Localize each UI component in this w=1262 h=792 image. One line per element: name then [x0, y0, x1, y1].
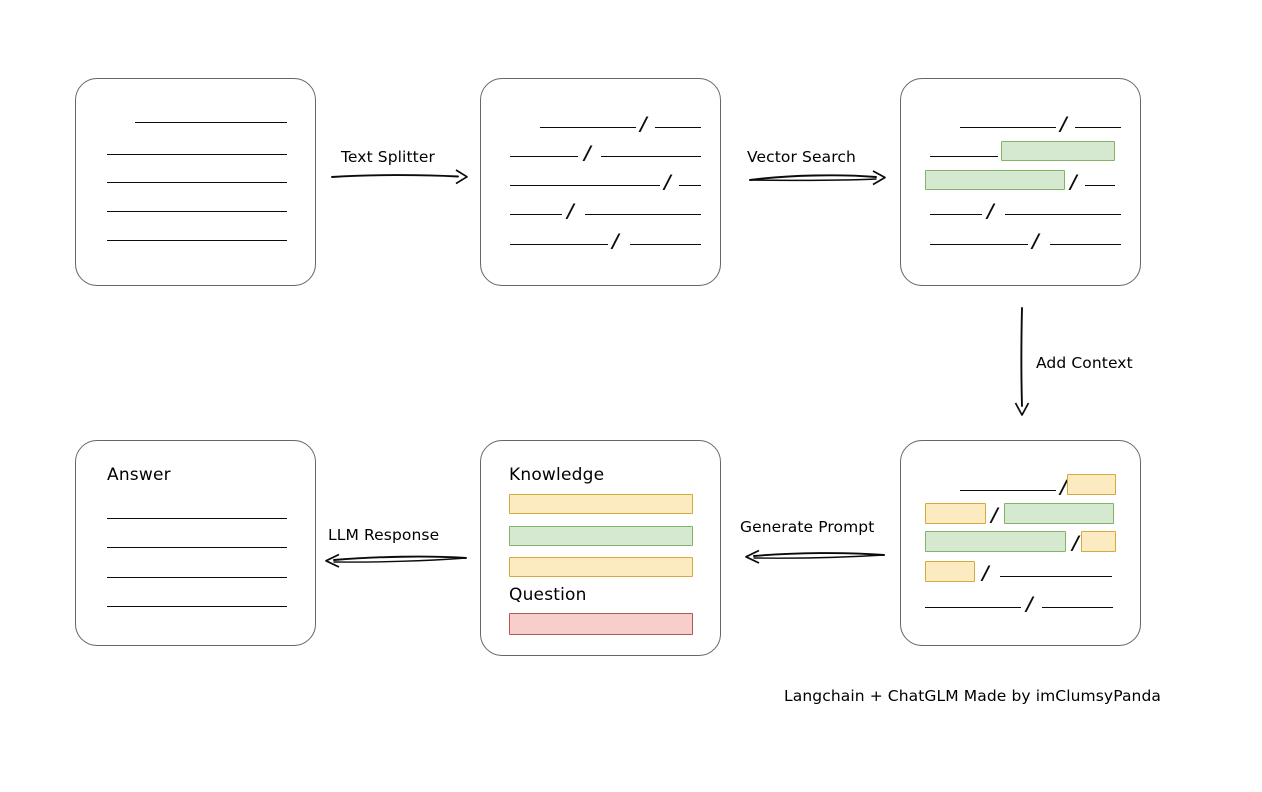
matched-chunk-row-1-seg-1	[960, 127, 1056, 128]
prompt-context-row-4-seg-3	[1000, 576, 1112, 577]
split-chunk-row-2-seg-1	[510, 156, 578, 157]
arrow-add-context	[1014, 307, 1030, 416]
split-chunk-row-2-slash: /	[584, 142, 591, 165]
answer-line-4	[107, 606, 287, 607]
split-chunk-row-4-seg-3	[585, 214, 701, 215]
arrow-llm-response	[325, 553, 467, 568]
matched-chunk-row-3-seg-1[interactable]	[925, 170, 1065, 190]
source-document-line-4	[107, 211, 287, 212]
matched-chunk-row-4-seg-1	[930, 214, 982, 215]
prompt-context-row-3-seg-1[interactable]	[925, 531, 1066, 552]
prompt-context-row-2-seg-1[interactable]	[925, 503, 986, 524]
matched-chunk-row-3-seg-3	[1085, 185, 1115, 186]
matched-chunk-row-5-slash: /	[1032, 230, 1039, 253]
answer-title: Answer	[107, 465, 171, 485]
matched-chunk-row-1-seg-3	[1075, 127, 1121, 128]
arrow-text-splitter	[331, 169, 468, 185]
matched-chunk-row-5-seg-1	[930, 244, 1028, 245]
edge-label-text-splitter: Text Splitter	[341, 148, 435, 166]
matched-chunk-row-2-seg-3[interactable]	[1001, 141, 1115, 161]
matched-chunk-row-4-seg-3	[1005, 214, 1121, 215]
prompt-context-row-2-slash: /	[991, 504, 998, 527]
prompt-context-row-2-seg-3[interactable]	[1004, 503, 1114, 524]
source-document-line-3	[107, 182, 287, 183]
source-document-line-1	[135, 122, 287, 123]
node-split-chunks[interactable]	[480, 78, 721, 286]
prompt-context-row-1-seg-1	[960, 490, 1056, 491]
knowledge-title: Knowledge	[509, 465, 605, 485]
prompt-context-row-4-slash: /	[982, 562, 989, 585]
arrow-vector-search	[749, 170, 886, 186]
matched-chunk-row-1-slash: /	[1060, 113, 1067, 136]
prompt-context-row-5-seg-1	[925, 607, 1021, 608]
prompt-context-row-3-slash: /	[1072, 532, 1079, 555]
edge-label-llm-response: LLM Response	[328, 526, 440, 544]
answer-line-1	[107, 518, 287, 519]
edge-label-vector-search: Vector Search	[747, 148, 856, 166]
matched-chunk-row-2-seg-1	[930, 156, 998, 157]
source-document-line-2	[107, 154, 287, 155]
answer-line-2	[107, 547, 287, 548]
split-chunk-row-3-seg-3	[679, 185, 701, 186]
split-chunk-row-1-slash: /	[640, 113, 647, 136]
matched-chunk-row-4-slash: /	[987, 200, 994, 223]
source-document-line-5	[107, 240, 287, 241]
split-chunk-row-4-slash: /	[567, 200, 574, 223]
split-chunk-row-5-seg-1	[510, 244, 608, 245]
knowledge-bar-1[interactable]	[509, 494, 693, 514]
answer-line-3	[107, 577, 287, 578]
knowledge-bar-2[interactable]	[509, 526, 693, 546]
arrow-generate-prompt	[745, 549, 885, 564]
edge-label-add-context: Add Context	[1036, 354, 1133, 372]
prompt-context-row-5-seg-3	[1042, 607, 1113, 608]
knowledge-bar-3[interactable]	[509, 557, 693, 577]
node-answer-box[interactable]	[75, 440, 316, 646]
split-chunk-row-3-slash: /	[664, 171, 671, 194]
edge-label-generate-prompt: Generate Prompt	[740, 518, 875, 536]
split-chunk-row-2-seg-3	[601, 156, 701, 157]
split-chunk-row-4-seg-1	[510, 214, 562, 215]
question-bar-1[interactable]	[509, 613, 693, 635]
prompt-context-row-1-slash: /	[1060, 476, 1067, 499]
prompt-context-row-3-seg-3[interactable]	[1081, 531, 1116, 552]
prompt-context-row-4-seg-1[interactable]	[925, 561, 975, 582]
split-chunk-row-5-slash: /	[612, 230, 619, 253]
split-chunk-row-3-seg-1	[510, 185, 660, 186]
split-chunk-row-1-seg-1	[540, 127, 636, 128]
split-chunk-row-5-seg-3	[630, 244, 701, 245]
split-chunk-row-1-seg-3	[655, 127, 701, 128]
diagram-caption: Langchain + ChatGLM Made by imClumsyPand…	[784, 687, 1162, 705]
matched-chunk-row-3-slash: /	[1070, 171, 1077, 194]
matched-chunk-row-5-seg-3	[1050, 244, 1121, 245]
prompt-context-row-5-slash: /	[1026, 593, 1033, 616]
question-title: Question	[509, 585, 587, 605]
prompt-context-row-1-seg-3[interactable]	[1067, 474, 1116, 495]
